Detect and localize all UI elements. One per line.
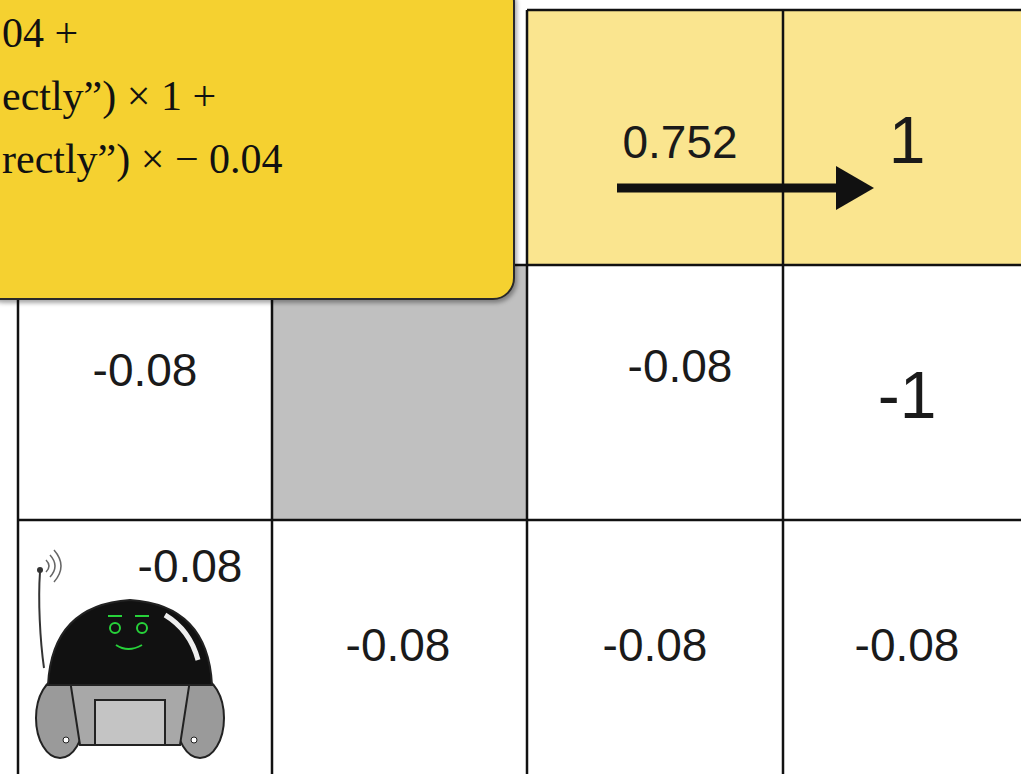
goal-row-cell xyxy=(527,10,783,265)
grid-cell: -0.08 xyxy=(527,265,783,520)
utility-value: -0.08 xyxy=(346,622,451,668)
utility-value: -0.08 xyxy=(93,347,198,393)
grid-cell: -0.08 xyxy=(783,520,1021,774)
utility-value: 0.752 xyxy=(622,119,737,165)
utility-value: -1 xyxy=(878,362,937,428)
equation-line: ectly”) × 1 + xyxy=(2,75,216,117)
utility-value: -0.08 xyxy=(603,622,708,668)
grid-cell: -1 xyxy=(783,265,1021,520)
grid-cell: -0.08 xyxy=(527,520,783,774)
wall-cell xyxy=(272,265,527,520)
utility-value: -0.08 xyxy=(628,343,733,389)
grid-cell: -0.08 xyxy=(18,520,272,560)
utility-value: 1 xyxy=(889,107,926,173)
policy-arrow xyxy=(617,166,874,210)
grid-cell: 1 xyxy=(783,10,1021,265)
grid-cell: -0.08 xyxy=(18,300,272,520)
callout-box: 04 + ectly”) × 1 + rectly”) × − 0.04 xyxy=(0,0,515,300)
equation-line: rectly”) × − 0.04 xyxy=(2,138,283,180)
equation-line: 04 + xyxy=(2,12,78,54)
grid-cell: 0.752 xyxy=(527,10,783,265)
utility-value: -0.08 xyxy=(855,622,960,668)
grid-cell: -0.08 xyxy=(272,520,527,774)
goal-cell xyxy=(783,10,1021,265)
utility-value: -0.08 xyxy=(138,543,243,589)
